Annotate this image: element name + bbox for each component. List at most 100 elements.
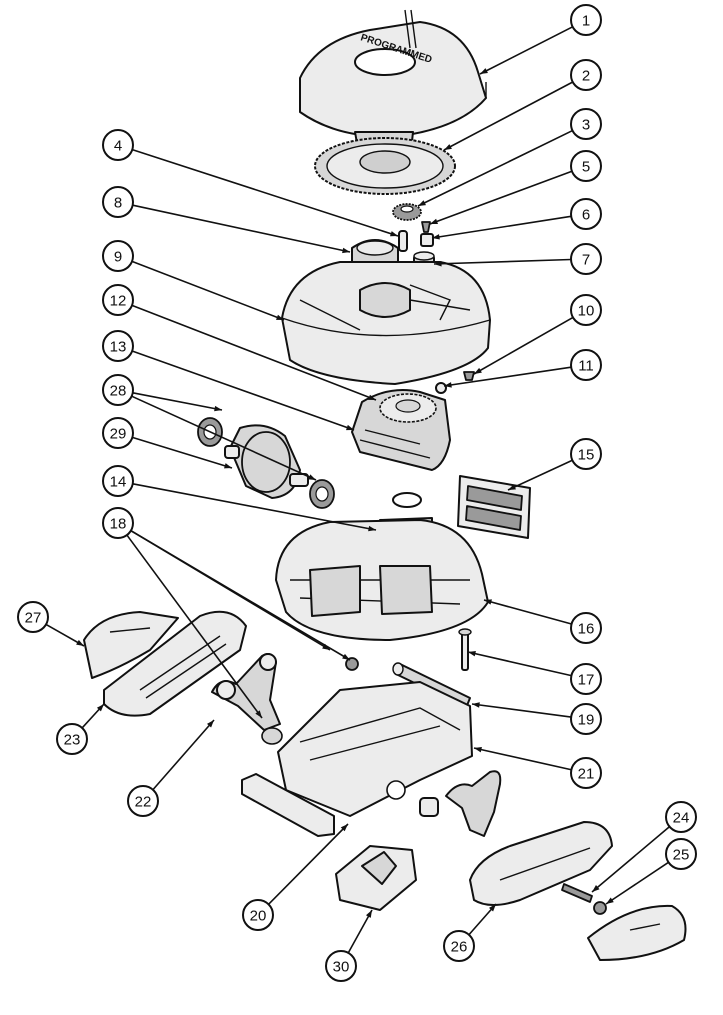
callout-number-27: 27 [25, 610, 42, 627]
leader-arrow-28 [214, 405, 222, 412]
callout-3: 3 [570, 108, 602, 140]
callout-circle-1 [570, 4, 602, 36]
callout-number-9: 9 [114, 249, 122, 266]
part-upper-body [281, 261, 491, 385]
leader-arrow-27 [76, 639, 84, 646]
callout-circle-16 [570, 612, 602, 644]
callout-circle-17 [570, 663, 602, 695]
callout-10: 10 [570, 294, 602, 326]
callout-25: 25 [665, 838, 697, 870]
callout-number-2: 2 [582, 68, 590, 85]
callout-number-19: 19 [578, 712, 595, 729]
callout-circle-8 [102, 186, 134, 218]
callout-number-4: 4 [114, 138, 122, 155]
leader-line-30 [347, 909, 373, 954]
callout-circle-9 [102, 240, 134, 272]
leader-line-10 [473, 316, 574, 375]
callout-number-26: 26 [451, 939, 468, 956]
leader-arrow-3 [418, 200, 426, 206]
callout-number-11: 11 [578, 358, 594, 375]
leader-line-28 [132, 392, 223, 411]
part-drive-gear-ring [314, 137, 456, 195]
leader-arrow-21 [474, 746, 482, 753]
callout-circle-6 [570, 198, 602, 230]
leader-arrow-22 [206, 720, 214, 728]
callout-2: 2 [570, 59, 602, 91]
callout-circle-15 [570, 438, 602, 470]
leader-arrow-9 [276, 314, 284, 320]
leader-arrow-2 [444, 144, 452, 150]
leader-line-3 [417, 129, 573, 207]
leader-arrow-11 [444, 382, 452, 388]
callout-circle-27 [17, 601, 49, 633]
part-filter-screen [457, 475, 531, 539]
part-screw-18 [345, 657, 359, 671]
callout-4: 4 [102, 129, 134, 161]
callout-number-14: 14 [110, 474, 127, 491]
callout-13: 13 [102, 330, 134, 362]
leader-line-15 [507, 459, 573, 491]
callout-circle-12 [102, 284, 134, 316]
callout-12: 12 [102, 284, 134, 316]
part-screw-and-bushing [420, 221, 434, 247]
part-small-gear [392, 203, 422, 221]
leader-line-20 [267, 823, 349, 905]
callout-circle-23 [56, 723, 88, 755]
leader-arrow-19 [472, 702, 480, 708]
leader-line-17 [467, 651, 572, 677]
leader-line-16 [483, 599, 572, 625]
leader-line-4 [132, 148, 399, 237]
leader-line-11 [443, 366, 572, 387]
callout-circle-13 [102, 330, 134, 362]
leader-line-18 [130, 530, 331, 651]
leader-arrow-16 [484, 599, 492, 605]
callout-number-23: 23 [64, 732, 81, 749]
leader-arrow-20 [340, 824, 348, 832]
callout-number-7: 7 [582, 252, 590, 269]
callout-circle-21 [570, 757, 602, 789]
callout-circle-2 [570, 59, 602, 91]
callout-number-1: 1 [582, 13, 590, 30]
leader-line-29 [132, 436, 233, 469]
callout-circle-7 [570, 243, 602, 275]
leader-arrow-18 [342, 653, 350, 660]
callout-24: 24 [665, 801, 697, 833]
leader-arrow-23 [96, 704, 104, 712]
callout-number-22: 22 [135, 794, 152, 811]
leader-line-7 [433, 258, 572, 265]
leader-line-6 [431, 215, 572, 239]
callout-17: 17 [570, 663, 602, 695]
callout-circle-25 [665, 838, 697, 870]
callout-8: 8 [102, 186, 134, 218]
callout-20: 20 [242, 899, 274, 931]
leader-line-25 [605, 861, 669, 905]
leader-arrow-28 [308, 474, 316, 480]
leader-line-18 [126, 534, 263, 719]
callout-circle-10 [570, 294, 602, 326]
callout-number-18: 18 [110, 516, 127, 533]
part-lower-body [275, 519, 489, 641]
part-pin [398, 230, 408, 252]
callout-number-29: 29 [110, 426, 127, 443]
callout-14: 14 [102, 465, 134, 497]
callout-number-12: 12 [110, 293, 127, 310]
leader-arrow-7 [434, 261, 442, 267]
callout-number-5: 5 [582, 159, 590, 176]
leader-arrow-4 [390, 231, 398, 237]
leader-line-12 [131, 304, 377, 401]
leader-line-22 [152, 719, 215, 791]
leader-line-5 [429, 170, 573, 225]
part-turbine [224, 424, 309, 499]
part-right-side-cap [587, 904, 687, 961]
callout-number-21: 21 [578, 766, 595, 783]
callout-18: 18 [102, 507, 134, 539]
part-small-screws [435, 371, 475, 394]
callout-markers: 1234567891011121314151617181920212223242… [17, 4, 697, 982]
callout-27: 27 [17, 601, 49, 633]
leader-arrow-1 [480, 68, 488, 74]
part-right-track-housing [469, 821, 613, 906]
callout-number-30: 30 [333, 959, 350, 976]
leader-lines [45, 26, 671, 954]
callout-number-3: 3 [582, 117, 590, 134]
part-swing-arm-left [211, 653, 283, 745]
